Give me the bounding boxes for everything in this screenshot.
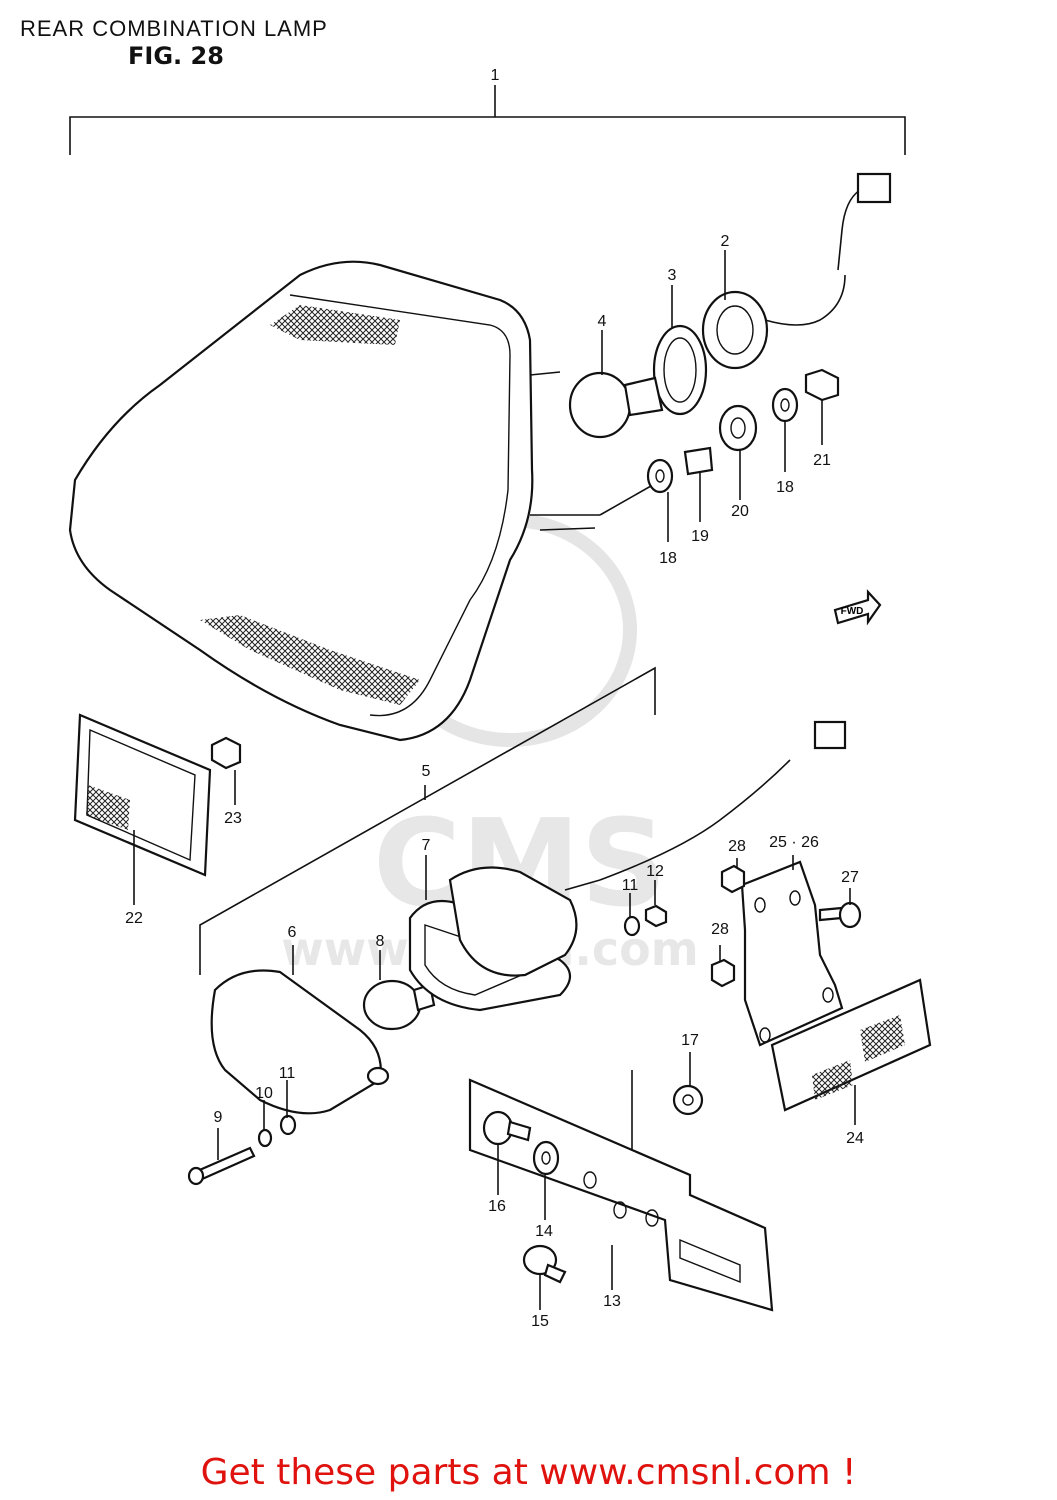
callout-21: 21 xyxy=(813,452,831,469)
callout-12: 12 xyxy=(646,863,664,880)
footer-link-text[interactable]: Get these parts at www.cmsnl.com ! xyxy=(200,1452,857,1493)
nut-21 xyxy=(804,368,840,402)
callout-10: 10 xyxy=(255,1085,273,1102)
callout-18-lower: 18 xyxy=(659,550,677,567)
assembly-bracket-5 xyxy=(199,666,656,975)
callout-13: 13 xyxy=(603,1293,621,1310)
bulb-4 xyxy=(568,371,664,439)
callout-28-lower: 28 xyxy=(711,921,729,938)
nut-28b xyxy=(710,958,736,988)
nut-28a xyxy=(720,864,746,894)
callout-5: 5 xyxy=(422,763,431,780)
grommet-15 xyxy=(522,1244,567,1284)
washer-14 xyxy=(532,1140,560,1176)
callout-1: 1 xyxy=(491,67,500,84)
callout-27: 27 xyxy=(841,869,859,886)
washer-18a xyxy=(646,458,674,494)
screw-27 xyxy=(818,901,862,929)
callout-6: 6 xyxy=(288,924,297,941)
callout-7: 7 xyxy=(422,837,431,854)
bulb-8 xyxy=(362,979,436,1031)
figure-number: FIG. 28 xyxy=(128,42,224,70)
callout-11-left: 11 xyxy=(279,1065,296,1082)
washer-18b xyxy=(771,387,799,423)
license-lamp-socket xyxy=(448,720,847,977)
nut-17 xyxy=(672,1084,704,1116)
callout-28-upper: 28 xyxy=(728,838,746,855)
fwd-label: FWD xyxy=(841,606,864,617)
license-lamp-lens-6 xyxy=(210,969,390,1115)
callout-19: 19 xyxy=(691,528,709,545)
callout-15: 15 xyxy=(531,1313,549,1330)
washer-10 xyxy=(257,1128,273,1148)
callout-labels: 1 2 3 4 5 6 7 8 9 10 11 11 12 13 14 15 1… xyxy=(125,67,864,1330)
grommet-20 xyxy=(718,404,758,452)
callout-25-26: 25 · 26 xyxy=(769,834,819,851)
bulb-socket-2 xyxy=(701,172,892,370)
bracket-25-26 xyxy=(740,860,844,1047)
callout-17: 17 xyxy=(681,1032,699,1049)
tail-lamp-lens xyxy=(68,260,666,742)
callout-2: 2 xyxy=(721,233,730,250)
callout-16: 16 xyxy=(488,1198,506,1215)
washer-11a xyxy=(279,1114,297,1136)
callout-20: 20 xyxy=(731,503,749,520)
reflector-22 xyxy=(73,713,212,877)
callout-11-right: 11 xyxy=(622,877,639,894)
leader-lines xyxy=(133,250,856,1310)
assembly-bracket-1 xyxy=(69,85,906,155)
callout-14: 14 xyxy=(535,1223,553,1240)
callout-18-upper: 18 xyxy=(776,479,794,496)
screw-9 xyxy=(187,1146,256,1186)
callout-4: 4 xyxy=(598,313,607,330)
callout-23: 23 xyxy=(224,810,242,827)
washer-11b xyxy=(623,915,641,937)
callout-9: 9 xyxy=(214,1109,223,1126)
license-bracket-13 xyxy=(468,1070,774,1312)
nut-23 xyxy=(210,736,242,770)
gasket-3 xyxy=(652,324,708,416)
nut-12 xyxy=(644,904,668,928)
callout-8: 8 xyxy=(376,933,385,950)
collar-19 xyxy=(683,446,714,476)
callout-24: 24 xyxy=(846,1130,864,1147)
callout-3: 3 xyxy=(668,267,677,284)
footer-link[interactable]: Get these parts at www.cmsnl.com ! xyxy=(0,1452,1057,1493)
bolt-16 xyxy=(482,1110,532,1146)
callout-22: 22 xyxy=(125,910,143,927)
fwd-arrow-icon: FWD xyxy=(833,589,882,626)
diagram-title: REAR COMBINATION LAMP xyxy=(20,16,328,41)
side-reflector-24 xyxy=(770,978,932,1112)
